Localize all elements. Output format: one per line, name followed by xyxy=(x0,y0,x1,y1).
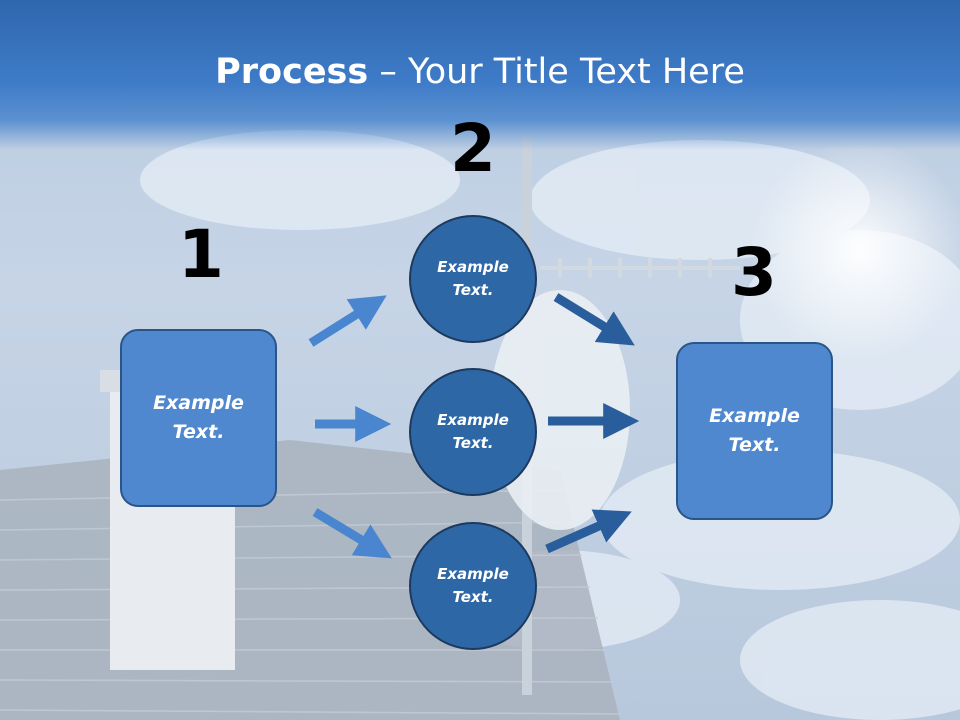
step-2-circle-2: Example Text. xyxy=(409,368,537,496)
step-1-box: Example Text. xyxy=(120,329,277,507)
step-number-2: 2 xyxy=(450,110,496,187)
title-rest: – Your Title Text Here xyxy=(368,52,745,92)
step-1-text: Example Text. xyxy=(153,392,244,443)
arrow-1-to-2-bottom xyxy=(312,508,392,559)
step-3-box: Example Text. xyxy=(676,342,833,520)
sun-glow xyxy=(750,140,960,360)
step-2-text-2: Example Text. xyxy=(437,411,509,452)
step-number-3: 3 xyxy=(731,234,777,311)
step-2-circle-1: Example Text. xyxy=(409,215,537,343)
step-2-circle-3: Example Text. xyxy=(409,522,537,650)
arrow-2-to-3-top xyxy=(553,293,635,346)
title-bold: Process xyxy=(215,52,369,92)
arrow-2-to-3-bottom xyxy=(545,509,632,554)
satellite-dish xyxy=(490,290,630,530)
slide-title: Process – Your Title Text Here xyxy=(0,52,960,92)
title-band xyxy=(0,0,960,150)
step-number-1: 1 xyxy=(178,216,224,293)
antenna-rods xyxy=(540,258,740,278)
arrow-1-to-2-top xyxy=(308,295,387,347)
step-3-text: Example Text. xyxy=(709,405,800,456)
step-2-text-3: Example Text. xyxy=(437,565,509,606)
step-2-text-1: Example Text. xyxy=(437,258,509,299)
